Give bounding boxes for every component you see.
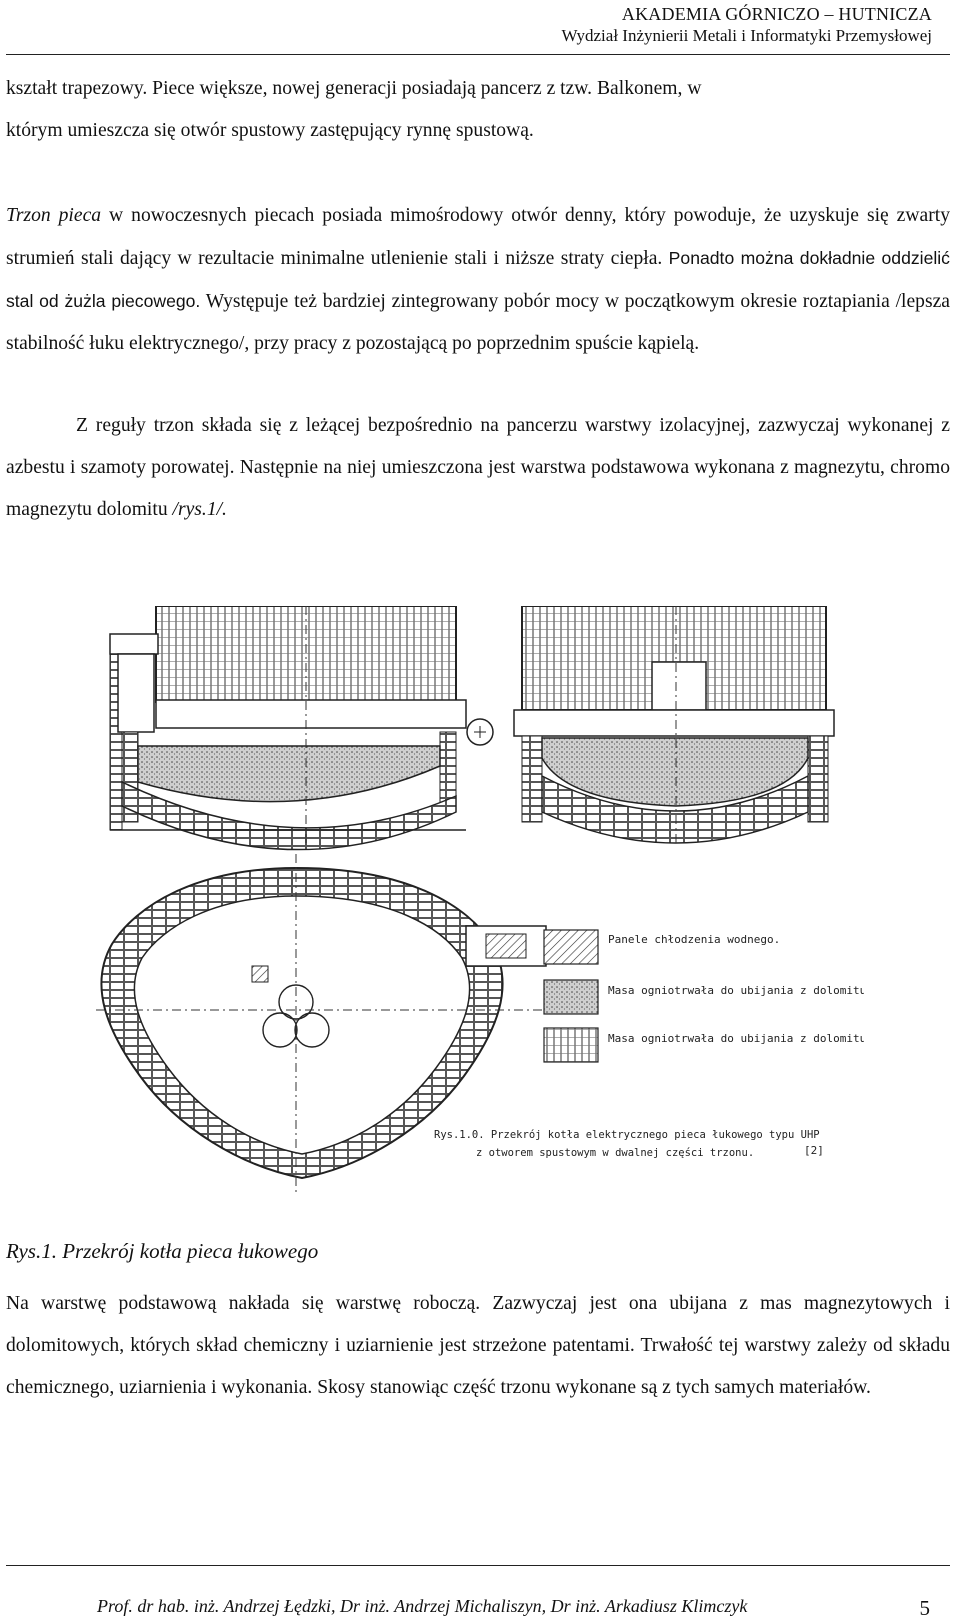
footer-authors: Prof. dr hab. inż. Andrzej Łędzki, Dr in… (97, 1596, 748, 1616)
university-name: AKADEMIA GÓRNICZO – HUTNICZA (621, 4, 932, 24)
paragraph-2: Trzon pieca w nowoczesnych piecach posia… (6, 195, 950, 365)
paragraph-1-line-1: kształt trapezowy. Piece większe, nowej … (6, 78, 702, 99)
legend-item-3-text: Masa ogniotrwała do ubijania z dolomitu … (608, 1032, 864, 1045)
paragraph-3-text: Z reguły trzon składa się z leżącej bezp… (6, 415, 950, 520)
paragraph-2-rest: Występuje też bardziej zintegrowany pobó… (6, 291, 950, 354)
footer-rule (6, 1565, 950, 1566)
plan-view (96, 854, 556, 1196)
page-number: 5 (919, 1596, 931, 1620)
left-vertical-section (109, 605, 494, 851)
legend-item-2: Masa ogniotrwała do ubijania z dolomitu … (608, 984, 864, 997)
figure-internal-caption-1: Rys.1.0. Przekrój kotła elektrycznego pi… (434, 1129, 820, 1141)
page-header: AKADEMIA GÓRNICZO – HUTNICZA Wydział Inż… (561, 4, 932, 46)
paragraph-2-sans: Ponadto można dokładnie oddzielić stal o… (6, 248, 950, 311)
figure-reference: /rys.1/. (172, 499, 227, 520)
faculty-name: Wydział Inżynierii Metali i Informatyki … (561, 26, 932, 45)
paragraph-2-lead: w nowoczesnych piecach posiada mimośrodo… (6, 205, 950, 269)
paragraph-1-line-2: którym umieszcza się otwór spustowy zast… (6, 120, 534, 141)
term-trzon-pieca: Trzon pieca (6, 205, 102, 226)
paragraph-4: Na warstwę podstawową nakłada się warstw… (6, 1293, 950, 1398)
legend-item-3: Masa ogniotrwała do ubijania z dolomitu … (608, 1032, 864, 1045)
figure-source-ref: [2] (804, 1144, 824, 1157)
right-vertical-section (513, 605, 835, 846)
figure-internal-caption-2: z otworem spustowym w dwalnej części trz… (476, 1147, 754, 1159)
legend-item-2-text: Masa ogniotrwała do ubijania z dolomitu … (608, 984, 864, 997)
paragraph-1: kształt trapezowy. Piece większe, nowej … (6, 68, 950, 152)
header-rule (6, 54, 950, 55)
figure-caption: Rys.1. Przekrój kotła pieca łukowego (6, 1239, 319, 1263)
furnace-cross-section-figure: Panele chłodzenia wodnego. Masa ogniotrw… (96, 605, 960, 1206)
paragraph-3: Z reguły trzon składa się z leżącej bezp… (6, 405, 950, 531)
legend-item-1: Panele chłodzenia wodnego. (608, 933, 780, 946)
